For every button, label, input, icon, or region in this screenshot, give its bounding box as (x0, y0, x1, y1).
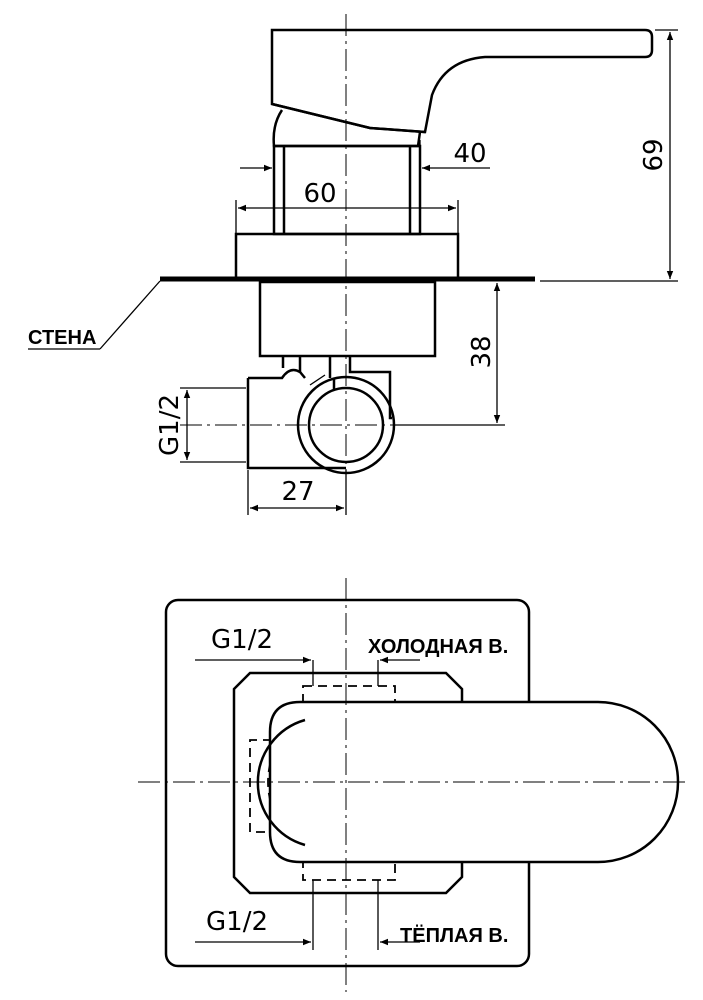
dim-g12-side-text: G1/2 (155, 394, 185, 456)
flange (234, 232, 460, 280)
dim-cold-text: G1/2 (211, 625, 273, 655)
body-lower (246, 378, 346, 470)
warm-water-label: ТЁПЛАЯ В. (400, 924, 508, 947)
handle-hub (272, 109, 422, 148)
handle-lever-underside (271, 102, 426, 134)
dim-40-text: 40 (453, 139, 486, 169)
wall-label: СТЕНА (28, 327, 96, 349)
body-connector (281, 356, 332, 378)
cold-water-label: ХОЛОДНАЯ В. (368, 636, 508, 658)
dim-69-text: 69 (639, 138, 669, 171)
dim-27-text: 27 (281, 477, 314, 507)
handle-lever (270, 28, 654, 134)
front-flange (232, 671, 464, 895)
front-view: G1/2 ХОЛОДНАЯ В. G1/2 ТЁПЛАЯ В. (138, 578, 690, 992)
section-hatch (309, 374, 326, 386)
cartridge-stem (272, 144, 422, 236)
body-lower-top (248, 368, 306, 380)
dim-60-text: 60 (303, 179, 336, 209)
body-in-wall (258, 280, 437, 358)
wall-leader-line (99, 280, 161, 350)
dim-warm-text: G1/2 (206, 907, 268, 937)
dim-38-text: 38 (467, 335, 497, 368)
body-right-branch (348, 356, 392, 420)
side-view: 69 40 60 38 G1/2 27 СТЕНА (28, 14, 678, 515)
